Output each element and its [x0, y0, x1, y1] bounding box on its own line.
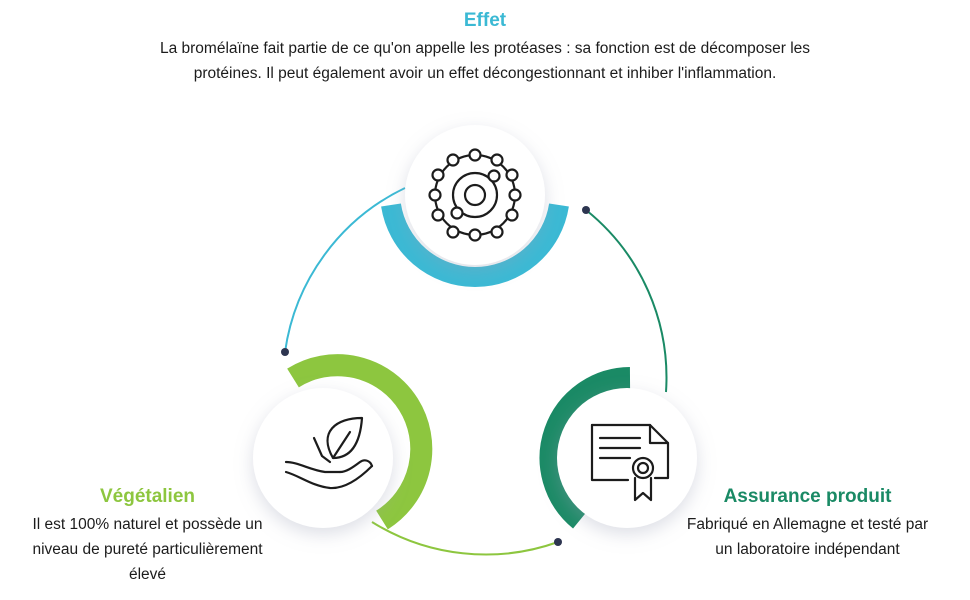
effet-text: La bromélaïne fait partie de ce qu'on ap… [159, 40, 811, 82]
effet-block: Effet La bromélaïne fait partie de ce qu… [135, 10, 835, 86]
icon-circle-effet [405, 125, 545, 265]
connector-arc-effet-assurance [585, 209, 668, 393]
ring-segment-assurance [539, 367, 631, 529]
vegetalien-text: Il est 100% naturel et possède un niveau… [32, 516, 263, 583]
molecule-icon [428, 148, 522, 242]
effet-title: Effet [463, 10, 507, 31]
vegetalien-block: Végétalien Il est 100% naturel et possèd… [20, 486, 275, 587]
connector-arc-effet-vegetalien [284, 187, 406, 353]
connector-dot [554, 538, 562, 546]
assurance-text: Fabriqué en Allemagne et testé par un la… [686, 516, 929, 558]
connector-dot [582, 206, 590, 214]
vegetalien-title: Végétalien [99, 486, 196, 507]
certificate-icon [590, 423, 670, 502]
ring-segment-effet [381, 203, 569, 287]
leaf-hand-icon [284, 416, 374, 490]
assurance-title: Assurance produit [723, 486, 892, 507]
assurance-block: Assurance produit Fabriqué en Allemagne … [680, 486, 935, 562]
connector-arc-vegetalien-assurance [371, 521, 559, 556]
connector-dot [281, 348, 289, 356]
ring-segment-vegetalien [287, 354, 433, 530]
